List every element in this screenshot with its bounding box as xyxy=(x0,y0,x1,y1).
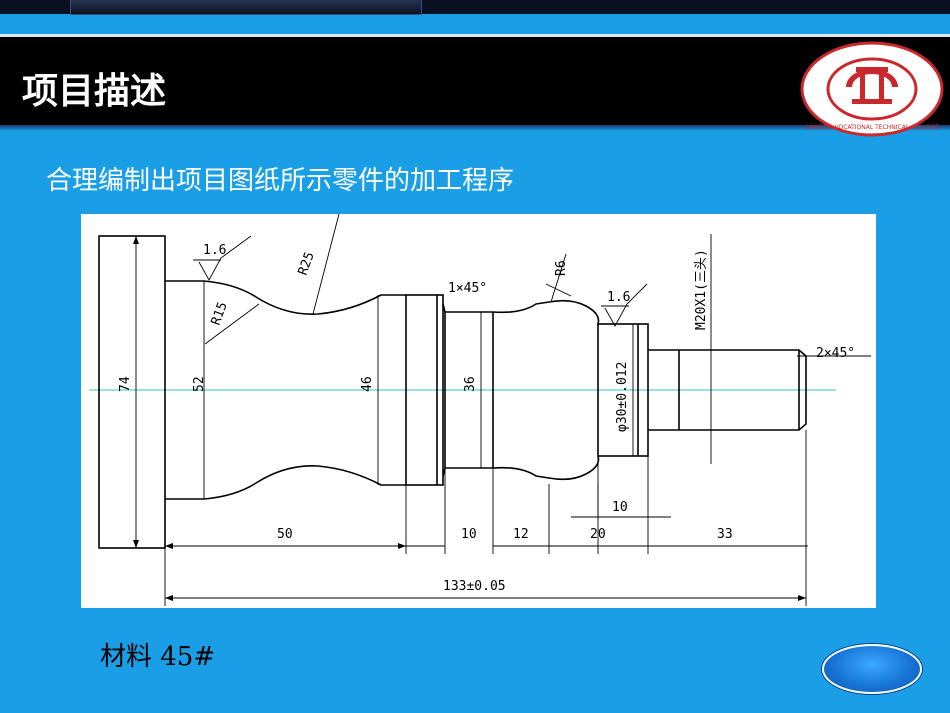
title-bar xyxy=(0,34,950,131)
part-outline xyxy=(98,235,807,549)
dim-52: 52 xyxy=(192,376,207,392)
title-underline xyxy=(0,125,950,131)
dim-46: 46 xyxy=(360,376,375,392)
roughness-1: 1.6 xyxy=(203,243,226,258)
dimension-lines xyxy=(135,213,871,606)
top-tab xyxy=(70,0,422,15)
thread-spec: M20X1(三头) xyxy=(694,249,709,330)
len-12: 12 xyxy=(513,527,529,542)
dim-30: φ30±0.012 xyxy=(615,362,630,432)
material-label: 材料 45# xyxy=(100,642,216,672)
chamfer-1x45: 1×45° xyxy=(448,281,487,296)
arrowheads xyxy=(133,236,806,601)
len-50: 50 xyxy=(277,527,293,542)
chamfer-2x45: 2×45° xyxy=(816,346,855,361)
drawing-canvas: 74 52 46 36 φ30±0.012 1.6 1.6 R25 R15 R6… xyxy=(89,213,871,606)
dim-74: 74 xyxy=(118,376,133,392)
project-description: 合理编制出项目图纸所示零件的加工程序 xyxy=(46,166,515,196)
len-10-a: 10 xyxy=(461,527,477,542)
len-10-b: 10 xyxy=(612,500,628,515)
logo-text: SANGZHI VOCATIONAL TECHNICAL COLLEGE xyxy=(805,124,939,131)
len-20: 20 xyxy=(590,527,606,542)
radius-r25: R25 xyxy=(296,250,318,277)
dim-36: 36 xyxy=(463,376,478,392)
college-logo: SANGZHI VOCATIONAL TECHNICAL COLLEGE xyxy=(800,41,944,137)
len-33: 33 xyxy=(717,527,733,542)
page-title: 项目描述 xyxy=(22,71,167,112)
next-slide-button[interactable] xyxy=(822,644,922,694)
radius-r15: R15 xyxy=(209,300,231,327)
radius-r6: R6 xyxy=(554,260,569,276)
part-drawing: 74 52 46 36 φ30±0.012 1.6 1.6 R25 R15 R6… xyxy=(81,213,876,608)
top-strip xyxy=(0,0,950,15)
len-total: 133±0.05 xyxy=(443,579,506,594)
dimension-texts: 74 52 46 36 φ30±0.012 1.6 1.6 R25 R15 R6… xyxy=(118,243,855,594)
roughness-2: 1.6 xyxy=(607,290,630,305)
